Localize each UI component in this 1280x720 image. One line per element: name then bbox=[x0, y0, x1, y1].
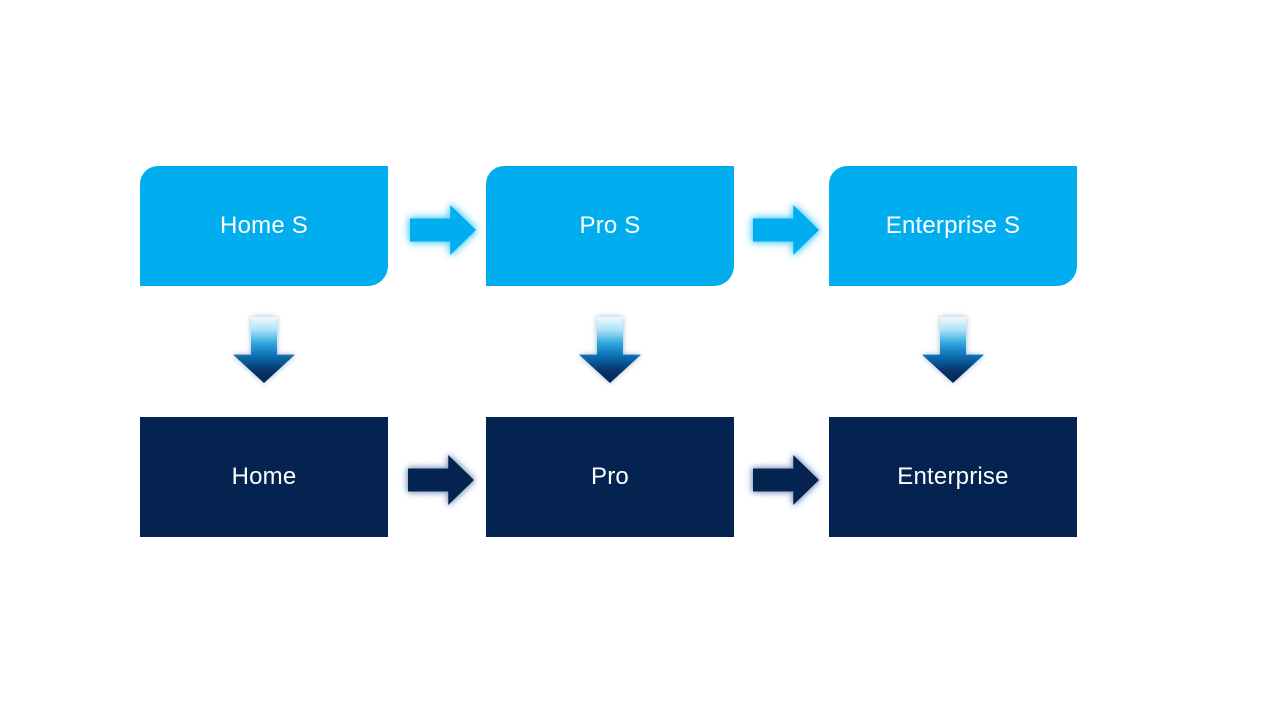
arrow-down-shape bbox=[579, 317, 641, 383]
box-home: Home bbox=[140, 417, 388, 537]
box-pro: Pro bbox=[486, 417, 734, 537]
arrow-down-icon-2 bbox=[579, 317, 641, 383]
arrow-down-icon-1 bbox=[233, 317, 295, 383]
box-label: Home S bbox=[220, 212, 308, 239]
arrow-right-icon-bottom-2 bbox=[753, 455, 819, 505]
arrow-right-shape bbox=[753, 455, 819, 505]
arrow-down-icon-3 bbox=[922, 317, 984, 383]
arrow-right-shape bbox=[753, 205, 819, 255]
box-enterprise: Enterprise bbox=[829, 417, 1077, 537]
box-label: Enterprise S bbox=[885, 212, 1021, 239]
arrow-right-icon-top-1 bbox=[410, 205, 476, 255]
box-label: Pro S bbox=[579, 212, 641, 239]
box-enterprise-s: Enterprise S bbox=[829, 166, 1077, 286]
box-label: Enterprise bbox=[897, 463, 1009, 490]
arrow-down-shape bbox=[233, 317, 295, 383]
arrow-right-shape bbox=[408, 455, 474, 505]
arrow-right-icon-bottom-1 bbox=[408, 455, 474, 505]
box-pro-s: Pro S bbox=[486, 166, 734, 286]
box-label: Pro bbox=[591, 463, 629, 490]
arrow-down-shape bbox=[922, 317, 984, 383]
arrow-right-shape bbox=[410, 205, 476, 255]
box-home-s: Home S bbox=[140, 166, 388, 286]
arrow-right-icon-top-2 bbox=[753, 205, 819, 255]
box-label: Home bbox=[231, 463, 297, 490]
